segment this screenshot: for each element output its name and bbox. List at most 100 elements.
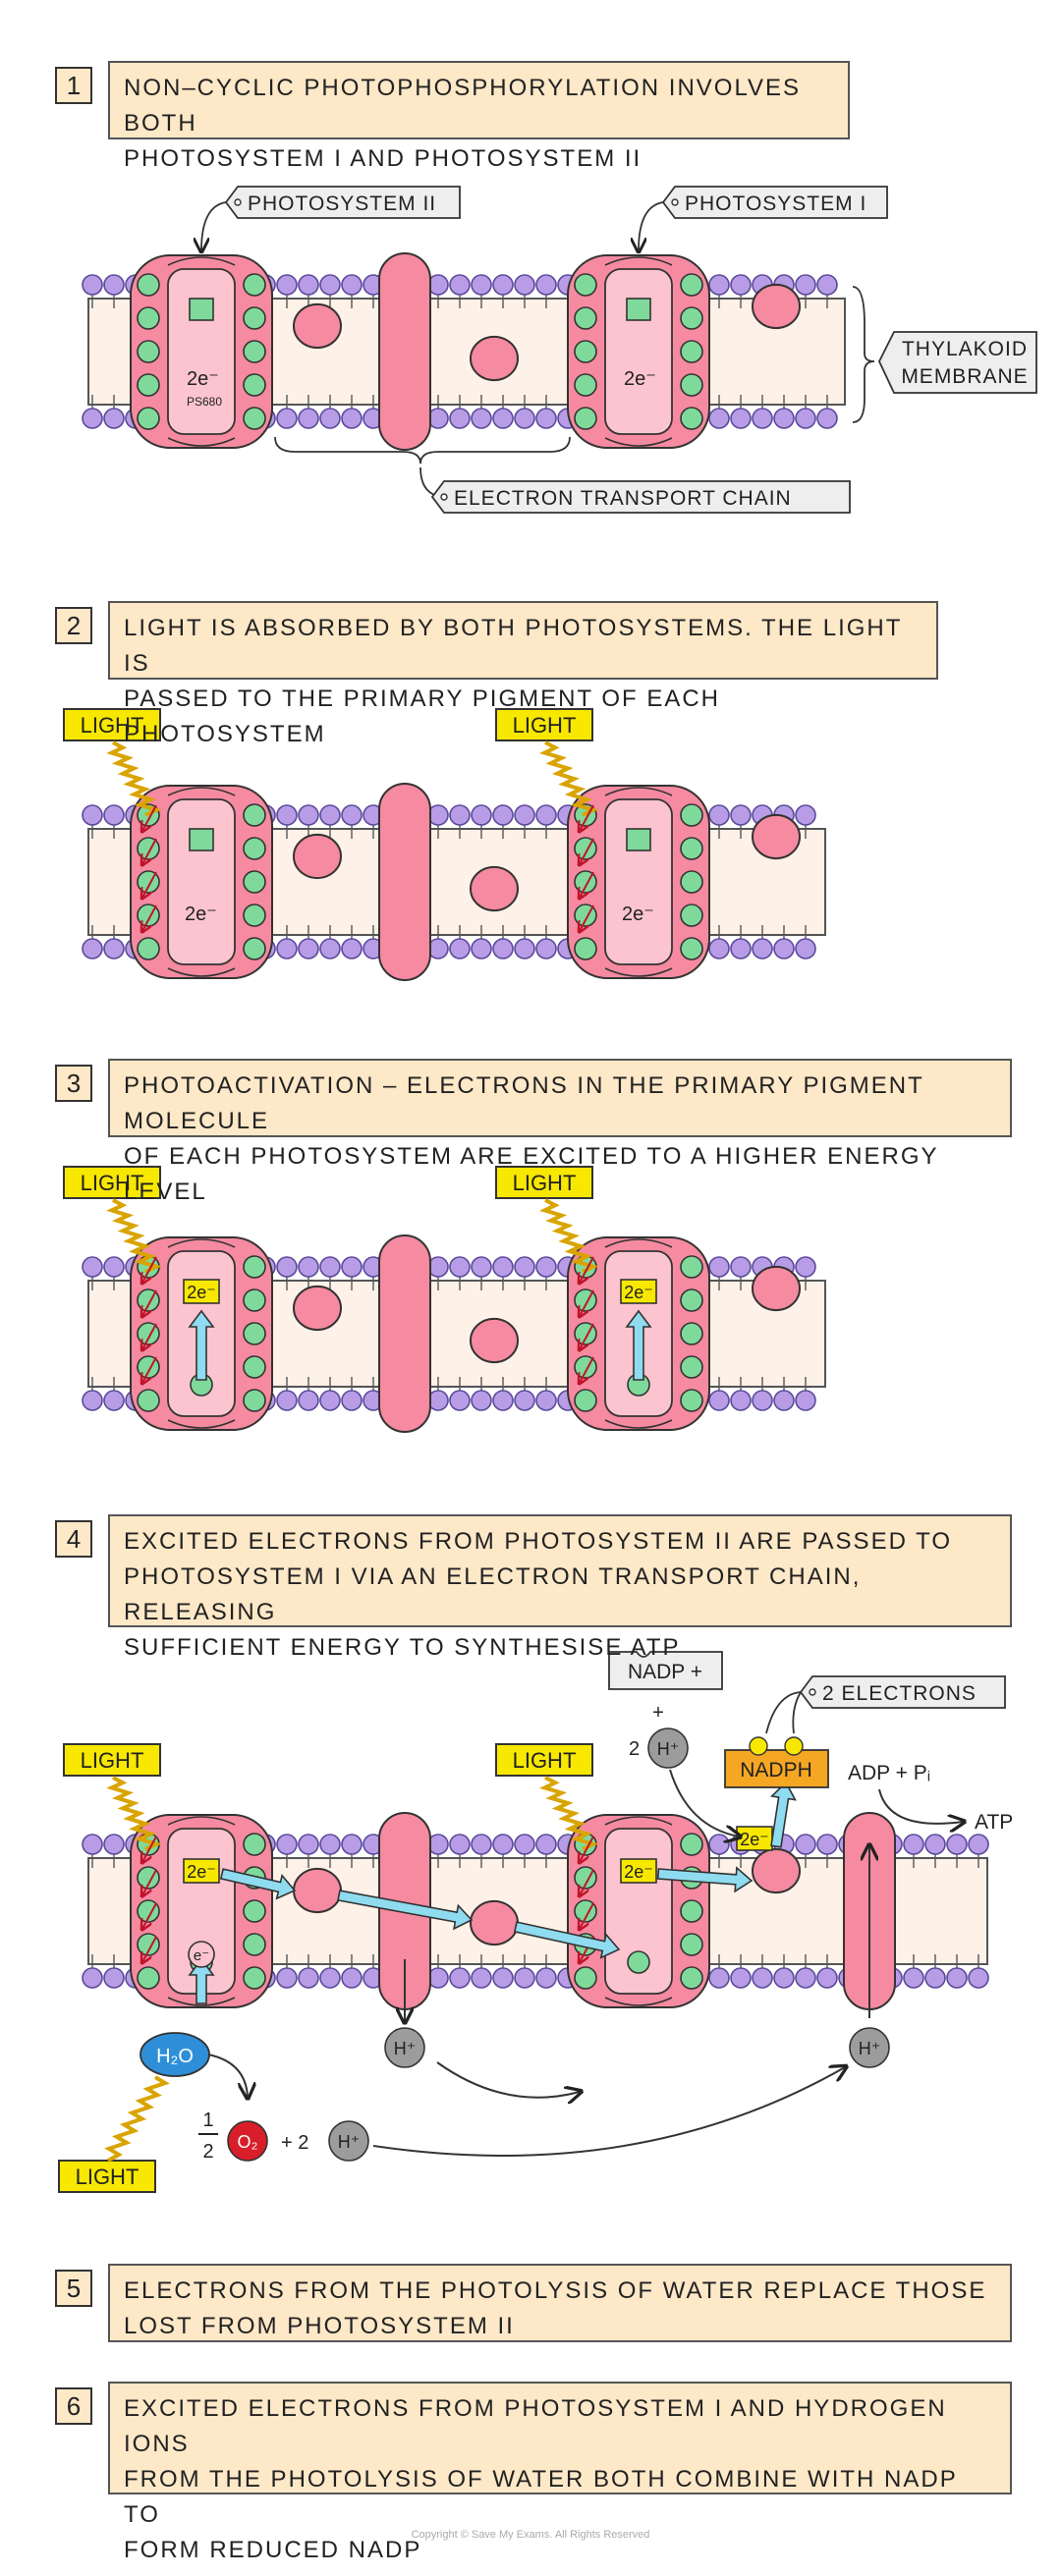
accessory-pigment [574, 306, 597, 330]
electron-badge [183, 1279, 220, 1304]
light-ray [539, 740, 599, 817]
electron-flow-arrow [219, 1868, 297, 1900]
phospholipid-head [449, 274, 471, 296]
accessory-pigment [680, 837, 703, 860]
step-number-3: 3 [55, 1065, 92, 1102]
hydrogen-to-nadp-arrow [372, 2067, 845, 2157]
etc-bracket [274, 436, 571, 465]
photosystem-outline [167, 967, 236, 977]
phospholipid-head [514, 1256, 535, 1278]
light-ray [538, 1776, 599, 1851]
hydrogen-ion-circle [849, 2027, 890, 2068]
phospholipid-head [492, 804, 514, 826]
electron-pair-label: 2e⁻ [185, 904, 217, 925]
photosystem-2-tag: PHOTOSYSTEM II [224, 186, 461, 219]
phospholipid-head [492, 1967, 514, 1989]
step-text-4: EXCITED ELECTRONS FROM PHOTOSYSTEM II AR… [108, 1514, 1012, 1661]
tag-text: PHOTOSYSTEM II [248, 192, 436, 215]
accessory-pigment [243, 1389, 266, 1412]
electron-badge [183, 1858, 220, 1884]
phospholipid-head [341, 408, 363, 429]
phospholipid-head [319, 1256, 341, 1278]
photosystem-2-section-1 [130, 254, 273, 449]
accessory-pigment [680, 937, 703, 960]
phospholipid-head [471, 1834, 492, 1855]
light-label-box [63, 1166, 161, 1199]
electron-badge [620, 1279, 657, 1304]
reaction-centre [167, 798, 236, 965]
photosystem-outline [604, 1238, 673, 1248]
hydrogen-ion-text: H⁺ [859, 2039, 881, 2058]
reaction-centre [604, 798, 673, 965]
pointer-arrow [201, 201, 227, 250]
photosystem-outline [604, 967, 673, 977]
accessory-pigment [680, 1322, 703, 1345]
accessory-pigment [680, 803, 703, 827]
phospholipid-head [103, 1256, 125, 1278]
energy-transfer-arrow [142, 1356, 157, 1383]
accessory-pigment [574, 407, 597, 430]
electron-flow-arrow [188, 1957, 215, 2004]
electron-badge-text: 2e⁻ [624, 1283, 653, 1302]
light-label-text: LIGHT [513, 713, 577, 738]
accessory-pigment [243, 937, 266, 960]
phospholipid-head [535, 1967, 557, 1989]
phospholipid-head [514, 938, 535, 959]
phospholipid-head [730, 1256, 752, 1278]
phospholipid-head [276, 408, 298, 429]
tag-text: 2 ELECTRONS [822, 1682, 977, 1705]
electron-flow-arrow [337, 1890, 474, 1931]
energy-arrows [142, 804, 157, 931]
light-label-section-3b: LIGHT [495, 1166, 593, 1199]
photosystem-outline [604, 1997, 673, 2006]
step-number-4: 4 [55, 1520, 92, 1558]
photosystem-outline [167, 1419, 236, 1429]
pigment-square [189, 298, 214, 321]
photosystem-outline [167, 1997, 236, 2006]
phospholipid-head [341, 804, 363, 826]
electron-flow-arrow [625, 1309, 652, 1381]
phospholipid-head [730, 938, 752, 959]
accessory-pigment [680, 407, 703, 430]
electron-badge-text: 2e⁻ [740, 1830, 769, 1849]
electron-pair-to-nadp: 2e⁻ [736, 1826, 773, 1851]
accessory-pigment [137, 937, 160, 960]
energy-transfer-arrow [142, 904, 157, 931]
hydrogen-to-nadph-arrow [669, 1769, 739, 1836]
accessory-pigment [680, 306, 703, 330]
electron-flow-carrier-to-carrier [337, 1890, 474, 1931]
excited-electron-badge-ps2: 2e⁻ [183, 1858, 220, 1884]
step-number-6: 6 [55, 2387, 92, 2425]
phospholipid-head [903, 1967, 924, 1989]
tag-text: ELECTRON TRANSPORT CHAIN [454, 487, 792, 510]
etc-channel-section-1 [378, 252, 431, 451]
two-electrons-tag: 2 ELECTRONS [799, 1675, 1006, 1709]
phospholipid-head [752, 408, 773, 429]
pointer-arrow [639, 201, 664, 250]
light-label-box [58, 2160, 156, 2193]
phospholipid-head [298, 1967, 319, 1989]
electron-badge-text: 2e⁻ [187, 1283, 216, 1302]
phospholipid-head [449, 1834, 471, 1855]
plus-sign: + [652, 1702, 664, 1724]
phospholipid-head [449, 1256, 471, 1278]
phospholipid-head [341, 1390, 363, 1411]
hydrogen-ion-text: H⁺ [394, 2039, 417, 2058]
hydrogen-ion-circle [647, 1727, 689, 1769]
electron-badge-text: 2e⁻ [624, 1862, 653, 1882]
etc-carrier-section-1b [470, 335, 519, 382]
energy-transfer-arrow [580, 1836, 594, 1862]
half-numerator: 1 [202, 2110, 213, 2131]
phospholipid-head [730, 408, 752, 429]
light-label-section-2b: LIGHT [495, 708, 593, 741]
phospholipid-head [708, 1967, 730, 1989]
two-electrons-pointer [792, 1691, 802, 1734]
electron-flow-arrow [770, 1781, 797, 1848]
accessory-pigment [680, 1833, 703, 1856]
phospholipid-head [82, 1967, 103, 1989]
phospholipid-head [103, 1967, 125, 1989]
etc-carrier-1 [293, 1867, 342, 1914]
energy-transfer-arrow [580, 838, 594, 864]
accessory-pigment [680, 1966, 703, 1990]
phospholipid-head [514, 1834, 535, 1855]
